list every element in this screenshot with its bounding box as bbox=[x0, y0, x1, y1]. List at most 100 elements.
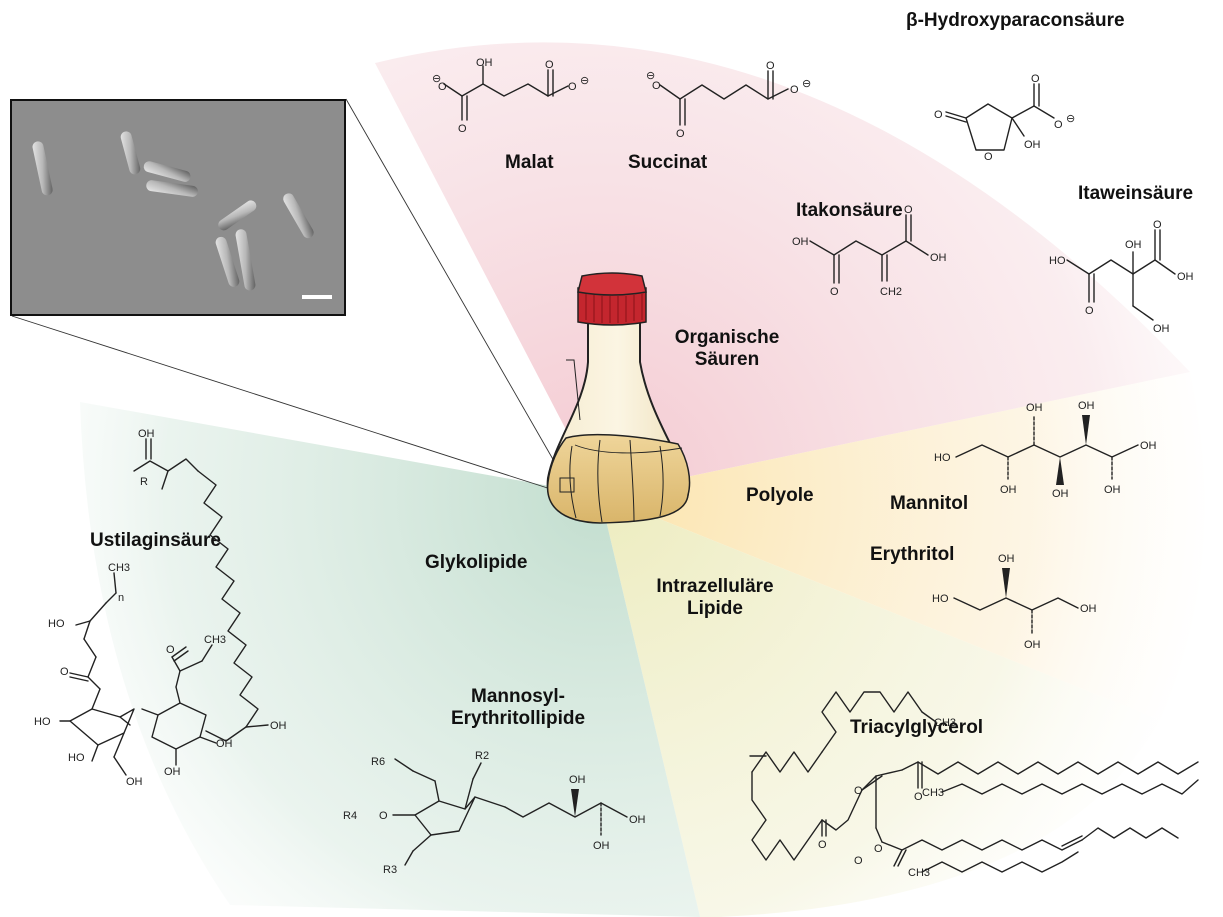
svg-text:⊖: ⊖ bbox=[580, 75, 589, 87]
svg-text:HO: HO bbox=[932, 593, 949, 605]
svg-text:⊖: ⊖ bbox=[1066, 113, 1075, 125]
svg-text:O: O bbox=[652, 80, 661, 92]
svg-text:R2: R2 bbox=[475, 750, 489, 762]
svg-text:HO: HO bbox=[934, 452, 951, 464]
svg-text:⊖: ⊖ bbox=[802, 78, 811, 90]
svg-text:O: O bbox=[984, 151, 993, 163]
label-hydroxyparaconsaeure: β-Hydroxyparaconsäure bbox=[906, 10, 1125, 31]
label-glycolipids: Glykolipide bbox=[425, 552, 528, 573]
svg-text:OH: OH bbox=[216, 738, 233, 750]
svg-text:R4: R4 bbox=[343, 810, 357, 822]
cell bbox=[218, 200, 257, 231]
svg-text:OH: OH bbox=[1024, 139, 1041, 151]
svg-text:O: O bbox=[1031, 73, 1040, 85]
label-mannosyl-erythritollipide: Mannosyl- Erythritollipide bbox=[450, 686, 586, 729]
svg-text:OH: OH bbox=[164, 766, 181, 778]
svg-text:OH: OH bbox=[1024, 639, 1041, 651]
svg-text:O: O bbox=[438, 81, 447, 93]
cell bbox=[283, 193, 314, 239]
structure-mannosyl-erythritollipide: R6 R2 R4 O R3 OH OH OH bbox=[335, 735, 675, 885]
structure-ustilaginsaeure: OH R OH O CH3 OH OH O HO HO CH3 n HO OH bbox=[30, 425, 375, 788]
sector-polyols bbox=[600, 372, 1205, 720]
svg-text:HO: HO bbox=[48, 618, 65, 630]
cell bbox=[215, 236, 240, 287]
microscope-cells bbox=[12, 101, 344, 314]
svg-text:OH: OH bbox=[998, 553, 1015, 565]
cell bbox=[32, 141, 53, 196]
svg-text:OH: OH bbox=[270, 720, 287, 732]
structure-itakonsaeure: OH O CH2 O OH bbox=[790, 204, 970, 305]
sector-intracellular-lipids bbox=[600, 495, 1160, 917]
label-malat: Malat bbox=[505, 152, 554, 173]
svg-text:O: O bbox=[568, 81, 577, 93]
svg-text:OH: OH bbox=[1080, 603, 1097, 615]
svg-text:OH: OH bbox=[569, 774, 586, 786]
scale-bar-icon bbox=[302, 295, 332, 299]
svg-text:CH2: CH2 bbox=[880, 286, 902, 298]
svg-text:⊖: ⊖ bbox=[646, 70, 655, 82]
cell bbox=[120, 131, 141, 175]
svg-text:R: R bbox=[140, 476, 148, 488]
svg-text:HO: HO bbox=[34, 716, 51, 728]
svg-text:CH3: CH3 bbox=[934, 717, 956, 729]
structure-succinat: ⊖ O O O O ⊖ bbox=[640, 55, 825, 145]
structure-mannitol: HO OH OH OH OH OH OH bbox=[928, 395, 1193, 505]
svg-text:CH3: CH3 bbox=[108, 562, 130, 574]
svg-text:O: O bbox=[166, 644, 175, 656]
svg-text:O: O bbox=[830, 286, 839, 298]
svg-text:OH: OH bbox=[1052, 488, 1069, 500]
svg-text:OH: OH bbox=[1078, 400, 1095, 412]
erlenmeyer-flask-icon bbox=[546, 272, 691, 524]
svg-text:O: O bbox=[904, 204, 913, 216]
svg-text:O: O bbox=[60, 666, 69, 678]
svg-text:O: O bbox=[818, 839, 827, 851]
svg-text:OH: OH bbox=[1153, 323, 1170, 335]
svg-text:O: O bbox=[1085, 305, 1094, 317]
svg-text:CH3: CH3 bbox=[908, 867, 930, 879]
svg-text:OH: OH bbox=[126, 776, 143, 788]
structure-malat: ⊖ O O OH O O ⊖ bbox=[428, 57, 603, 140]
svg-text:O: O bbox=[874, 843, 883, 855]
svg-text:CH3: CH3 bbox=[922, 787, 944, 799]
structure-triacylglycerol: CH3 O O O CH3 O O CH3 bbox=[722, 660, 1212, 880]
label-intracellular-lipids: Intrazelluläre Lipide bbox=[656, 576, 774, 619]
svg-text:OH: OH bbox=[1140, 440, 1157, 452]
label-itaweinsaeure: Itaweinsäure bbox=[1078, 183, 1194, 204]
svg-text:O: O bbox=[379, 810, 388, 822]
label-erythritol: Erythritol bbox=[870, 544, 955, 565]
zoom-line-top bbox=[345, 98, 567, 483]
svg-text:HO: HO bbox=[1049, 255, 1066, 267]
svg-text:O: O bbox=[790, 84, 799, 96]
label-polyols: Polyole bbox=[746, 485, 814, 506]
svg-text:O: O bbox=[934, 109, 943, 121]
cell bbox=[146, 180, 198, 197]
cell bbox=[235, 229, 256, 291]
svg-text:O: O bbox=[545, 59, 554, 71]
svg-text:O: O bbox=[766, 60, 775, 72]
cell bbox=[143, 161, 191, 182]
svg-text:CH3: CH3 bbox=[204, 634, 226, 646]
svg-text:OH: OH bbox=[930, 252, 947, 264]
label-mannitol: Mannitol bbox=[890, 493, 969, 514]
label-succinat: Succinat bbox=[628, 152, 708, 173]
svg-text:⊖: ⊖ bbox=[432, 73, 441, 85]
svg-text:OH: OH bbox=[138, 428, 155, 440]
svg-text:OH: OH bbox=[1000, 484, 1017, 496]
svg-text:OH: OH bbox=[476, 57, 493, 69]
svg-text:n: n bbox=[118, 592, 124, 604]
svg-text:O: O bbox=[854, 785, 863, 797]
zoom-line-bottom bbox=[11, 315, 561, 493]
label-organic-acids: Organische Säuren bbox=[674, 327, 780, 370]
structure-itaweinsaeure: HO O OH O OH OH bbox=[1045, 219, 1215, 345]
structure-erythritol: HO OH OH OH bbox=[928, 548, 1108, 653]
svg-text:R6: R6 bbox=[371, 756, 385, 768]
svg-text:OH: OH bbox=[1026, 402, 1043, 414]
svg-text:OH: OH bbox=[629, 814, 646, 826]
svg-text:OH: OH bbox=[792, 236, 809, 248]
svg-text:O: O bbox=[458, 123, 467, 135]
svg-text:O: O bbox=[676, 128, 685, 140]
microscope-image bbox=[10, 99, 346, 316]
sector-organic-acids bbox=[375, 42, 1190, 496]
svg-text:OH: OH bbox=[1104, 484, 1121, 496]
